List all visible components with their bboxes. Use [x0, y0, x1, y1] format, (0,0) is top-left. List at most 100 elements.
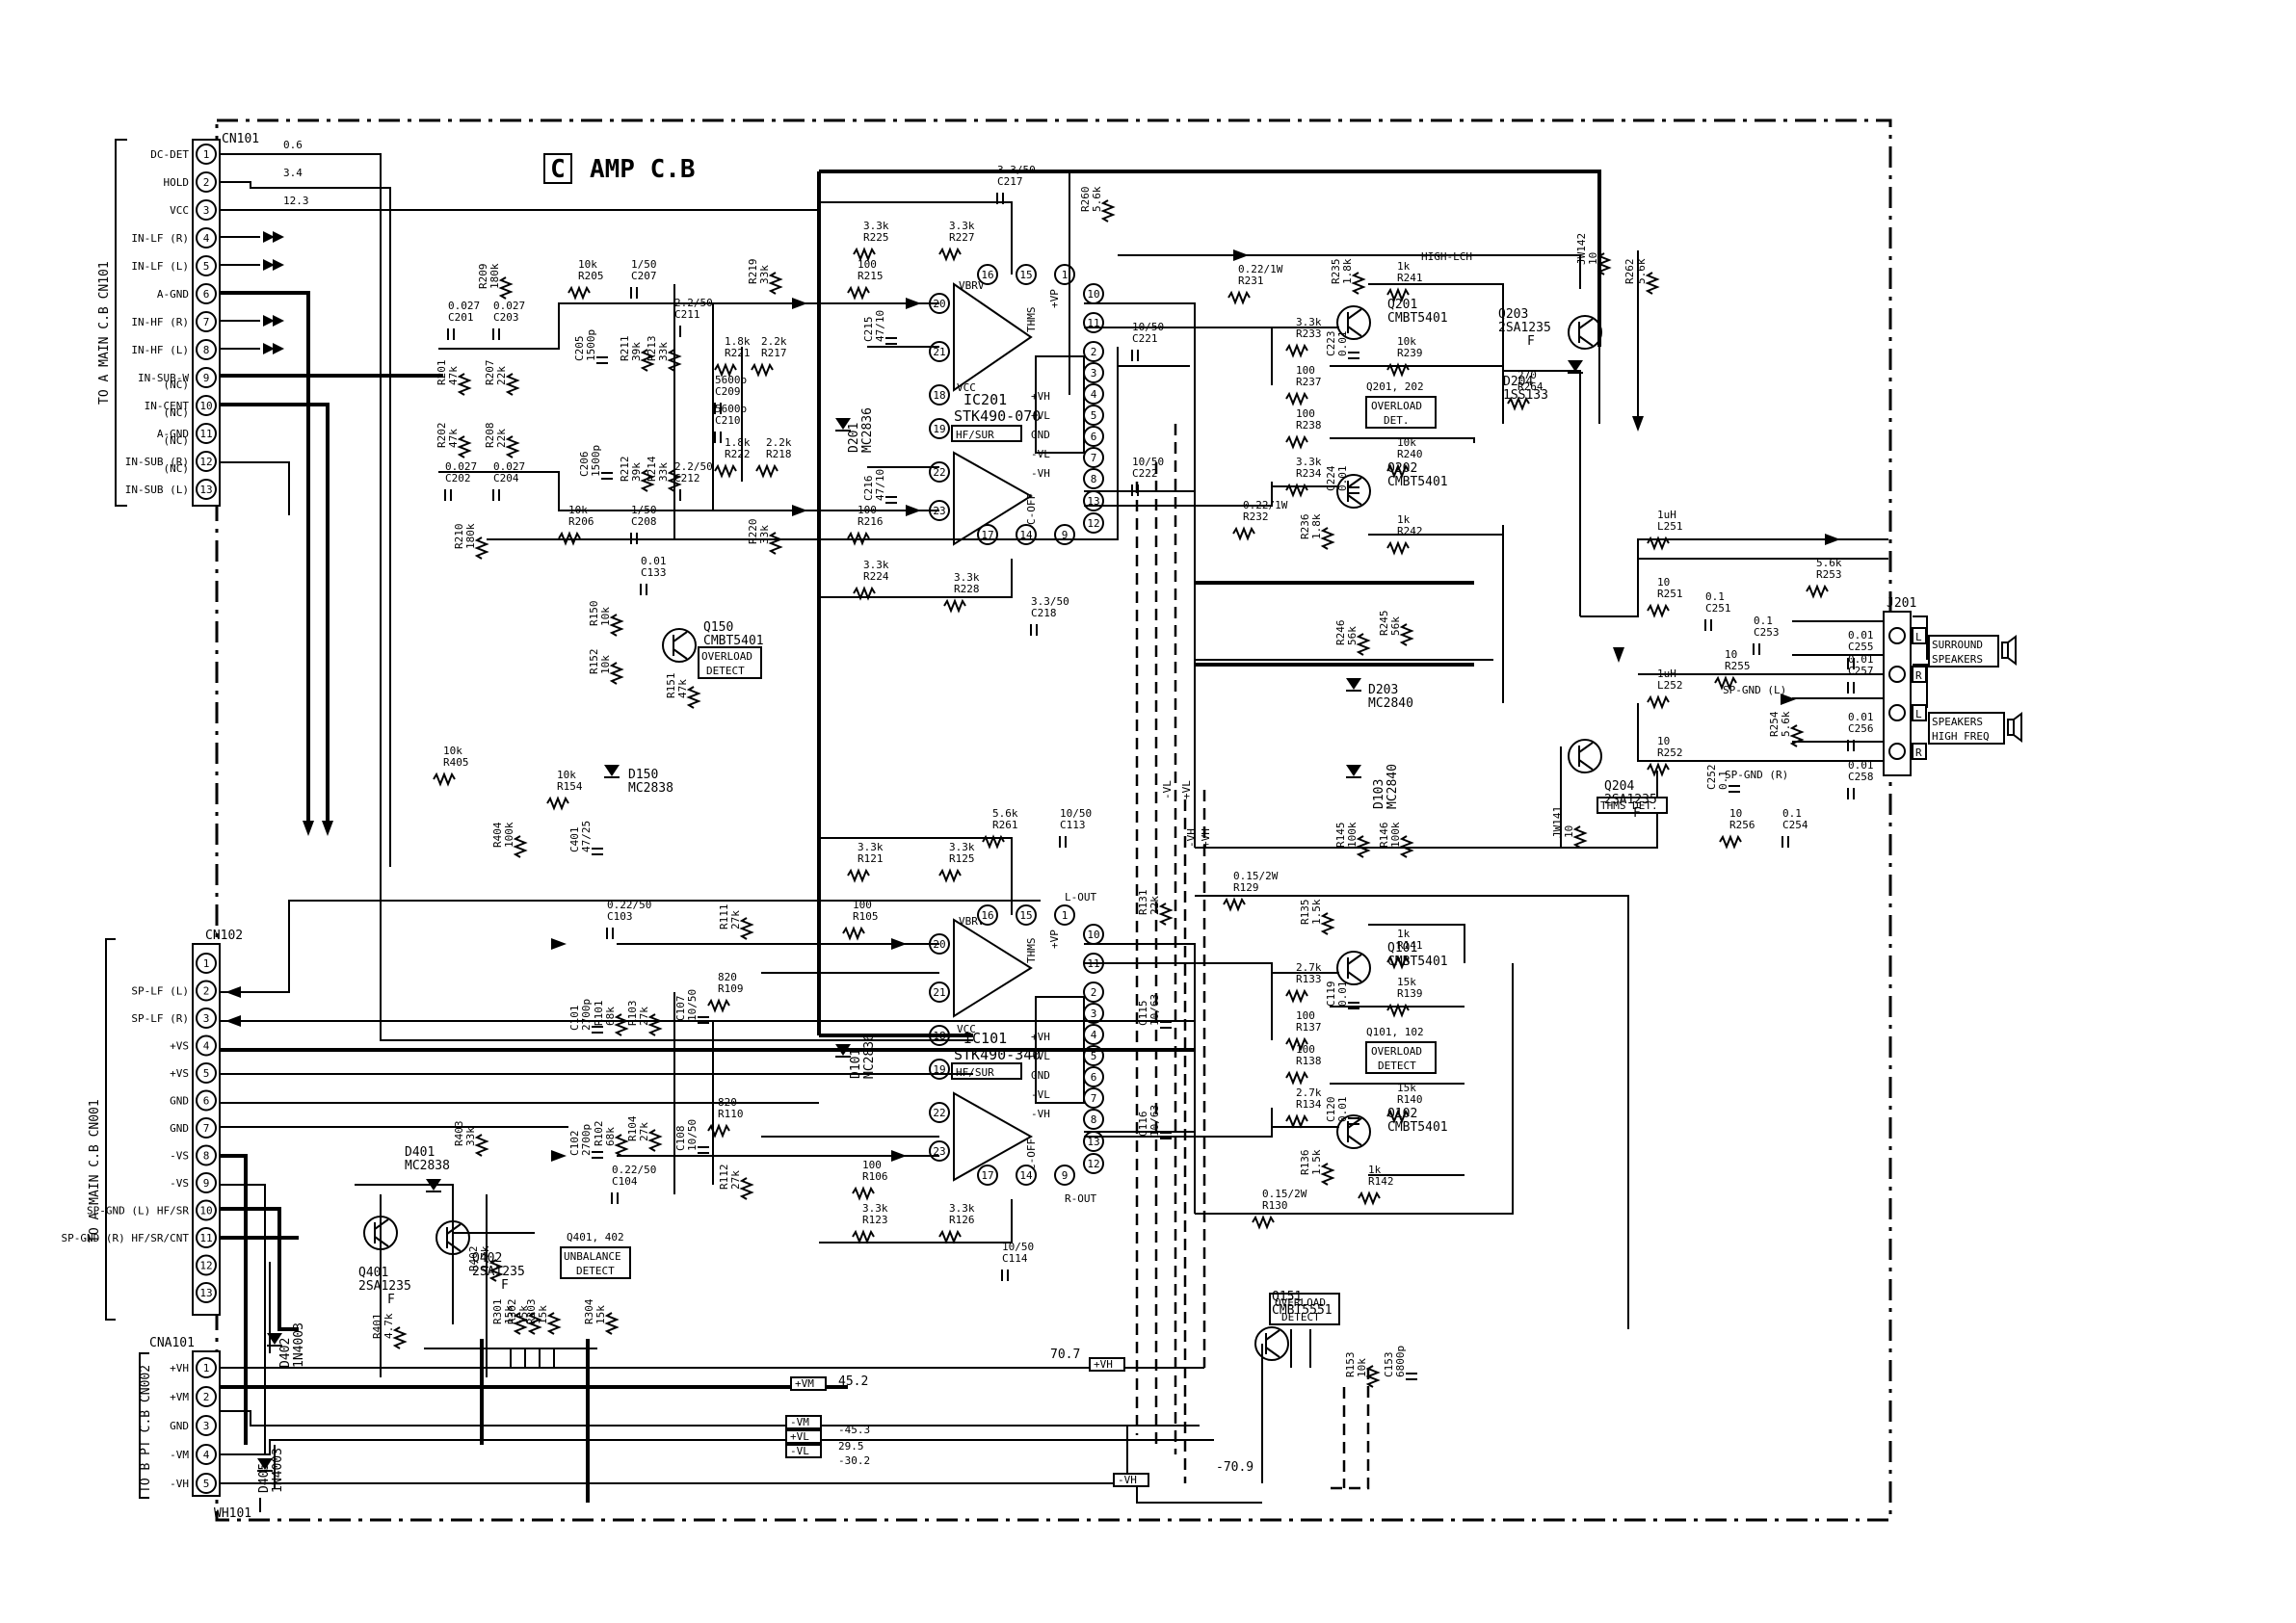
q201-202-label: Q201, 202: [1366, 380, 1424, 393]
speaker-icon: [2007, 712, 2022, 743]
component-ref: C107: [674, 996, 687, 1022]
component-value: 0.01: [641, 555, 667, 567]
component-value: 0.15/2W: [1233, 870, 1279, 882]
cn102-pins-pin: [196, 1062, 217, 1084]
ic-pin-right: [1083, 1024, 1104, 1045]
component-value: 1uH: [1657, 668, 1676, 680]
component-value: 100: [1296, 364, 1315, 377]
ic-pin-right: [1083, 1087, 1104, 1109]
component-value: 22k: [1148, 896, 1161, 915]
ic-pin-right: [1083, 362, 1104, 383]
high-line1: SPEAKERS: [1932, 716, 1983, 728]
component-ref: C104: [612, 1175, 638, 1188]
component-ref: R246: [1334, 620, 1347, 646]
cn101-pins-pin-label: IN-LF (R): [131, 232, 189, 245]
component-ref: R213: [646, 336, 658, 362]
transistor-ref: Q151: [1272, 1290, 1302, 1304]
component-value: 27k: [638, 1122, 650, 1141]
cn102-pins-pin: [196, 1089, 217, 1112]
transistor-suffix: F: [501, 1278, 509, 1293]
diode-part: MC2840: [1386, 764, 1400, 809]
component-value: 4.7k: [383, 1313, 395, 1339]
ic-pin-top-number: 16: [981, 269, 993, 281]
component-ref: C218: [1031, 607, 1057, 619]
ic-pin-right: [1083, 341, 1104, 362]
component-ref: R217: [761, 347, 787, 359]
component-ref: C201: [448, 311, 474, 324]
nc-marker: (NC): [164, 379, 190, 391]
cn102-bracket: [105, 938, 116, 1321]
component-ref: C209: [715, 385, 741, 398]
component-ref: C211: [674, 308, 700, 321]
ic-pin-bottom-number: 14: [1019, 529, 1033, 541]
component-value: 2.2/50: [674, 297, 713, 309]
ic-power-label: -VL: [1031, 1088, 1050, 1101]
component-ref: R208: [484, 423, 496, 449]
minus-vm-voltage: -45.3: [838, 1424, 870, 1436]
ic-power-label: +VH: [1031, 1031, 1050, 1043]
component-value: 15k: [537, 1305, 549, 1324]
ic101-amp-lower: [953, 1091, 1034, 1182]
component-value: 15k: [1397, 1082, 1416, 1094]
component-ref: R138: [1296, 1055, 1322, 1067]
cn101-pins-pin-value: 12.3: [283, 195, 309, 207]
component-value: 5.6k: [1091, 186, 1103, 212]
ic101-coff: C-OFF: [1025, 1139, 1038, 1170]
component-value: 3.3k: [862, 1202, 888, 1215]
rail-tag: [785, 1415, 822, 1429]
component-ref: R255: [1725, 660, 1751, 672]
component-value: 22k: [495, 429, 508, 448]
component-ref: R252: [1657, 746, 1683, 759]
cn102-pins-pin-number: 4: [203, 1040, 210, 1053]
component-value: 0.01: [1336, 466, 1349, 492]
component-value: 15k: [1397, 976, 1416, 988]
q401-402-label: Q401, 402: [567, 1231, 624, 1243]
cna101-pins-pin: [196, 1444, 217, 1465]
component-value: 0.01: [1336, 331, 1349, 357]
cn102-pins-pin: [196, 1199, 217, 1221]
component-ref: C153: [1383, 1352, 1395, 1378]
component-value: 39k: [630, 462, 643, 482]
component-ref: R236: [1299, 514, 1311, 540]
ic-pin-right-number: 11: [1087, 317, 1099, 329]
component-ref: C251: [1705, 602, 1731, 615]
transistor-part: 2SA1235: [472, 1265, 525, 1279]
cn102-pins-pin: [196, 1117, 217, 1139]
component-value: 0.22/1W: [1243, 499, 1288, 511]
component-value: 1k: [1368, 1164, 1382, 1176]
component-value: 1.8k: [1310, 513, 1323, 539]
component-value: 0.01: [1848, 629, 1874, 641]
cn101-bracket: [115, 139, 127, 507]
component-ref: R234: [1296, 467, 1322, 480]
unbalance-line2: DETECT: [576, 1265, 615, 1277]
overload-150-line2: DETECT: [706, 665, 745, 677]
ic-pin-right: [1083, 405, 1104, 426]
j201-terminal-tag: [1912, 666, 1927, 683]
component-ref: C258: [1848, 771, 1874, 783]
